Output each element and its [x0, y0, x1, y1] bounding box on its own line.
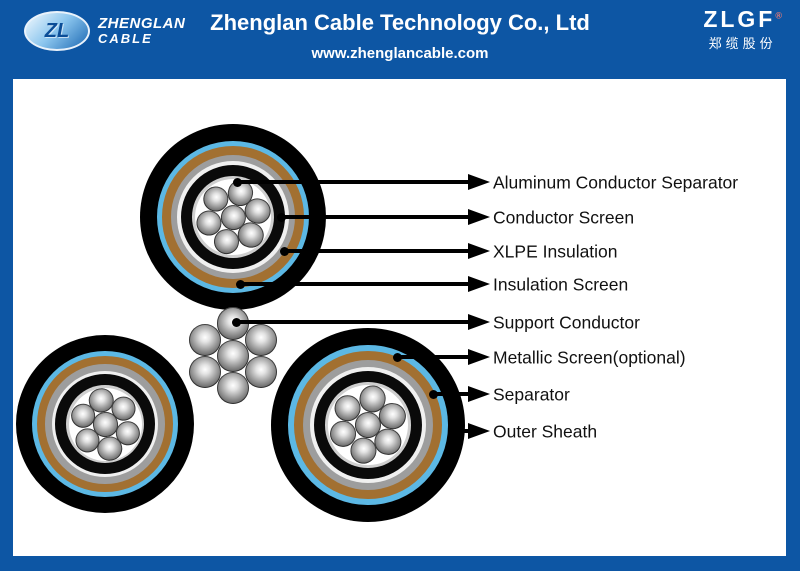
logo-brand-line2: CABLE	[98, 31, 153, 47]
header-banner: ZL ZHENGLAN CABLE Zhenglan Cable Technol…	[0, 0, 800, 79]
registered-mark-icon: ®	[775, 10, 782, 21]
callout-line	[236, 320, 468, 324]
label-aluminum-conductor-separator: Aluminum Conductor Separator	[493, 172, 739, 193]
label-conductor-screen: Conductor Screen	[493, 207, 635, 228]
arrow-right-icon	[468, 349, 490, 365]
logo-oval-icon: ZL	[24, 11, 90, 51]
logo-monogram: ZL	[44, 19, 70, 42]
support-conductor-bundle	[184, 307, 282, 405]
callout-line	[284, 249, 468, 253]
arrow-right-icon	[468, 243, 490, 259]
label-metallic-screen: Metallic Screen(optional)	[493, 347, 686, 368]
cable-cross-section-bottom-left	[16, 335, 194, 513]
logo-wordmark: ZHENGLAN CABLE	[98, 16, 185, 45]
zlgf-chinese-text: 郑缆股份	[708, 36, 777, 51]
support-conductor-strand	[216, 339, 250, 373]
support-conductor-strand	[188, 356, 222, 389]
cable-cross-section-bottom-right	[271, 328, 465, 522]
callout-line	[433, 392, 468, 396]
label-outer-sheath: Outer Sheath	[493, 421, 598, 442]
arrow-right-icon	[468, 423, 490, 439]
arrow-right-icon	[468, 209, 490, 225]
frame-bottom-stripe	[0, 556, 800, 571]
callout-line	[281, 215, 468, 219]
callout-line	[453, 429, 468, 433]
arrow-right-icon	[468, 386, 490, 402]
callout-line	[397, 355, 468, 359]
frame-left-stripe	[0, 79, 13, 571]
callout-line	[240, 282, 468, 286]
support-conductor-strand	[244, 356, 278, 389]
logo-brand-line1: ZHENGLAN	[98, 15, 186, 33]
label-support-conductor: Support Conductor	[493, 312, 640, 333]
label-insulation-screen: Insulation Screen	[493, 274, 629, 295]
frame-right-stripe	[786, 79, 800, 571]
header-center: Zhenglan Cable Technology Co., Ltd www.z…	[180, 10, 620, 62]
zlgf-text: ZLGF	[703, 6, 776, 32]
arrow-right-icon	[468, 314, 490, 330]
label-separator: Separator	[493, 384, 570, 405]
arrow-right-icon	[468, 276, 490, 292]
label-xlpe-insulation: XLPE Insulation	[493, 241, 618, 262]
callout-line	[237, 180, 468, 184]
zlgf-wordmark: ZLGF®	[703, 8, 782, 31]
support-conductor-strand	[188, 323, 222, 356]
company-website: www.zhenglancable.com	[311, 45, 489, 62]
company-logo: ZL ZHENGLAN CABLE	[24, 11, 185, 51]
zlgf-logo: ZLGF® 郑缆股份	[703, 8, 782, 52]
support-conductor-strand	[244, 323, 278, 356]
support-conductor-strand	[216, 372, 250, 405]
arrow-right-icon	[468, 174, 490, 190]
company-title: Zhenglan Cable Technology Co., Ltd	[210, 10, 590, 35]
